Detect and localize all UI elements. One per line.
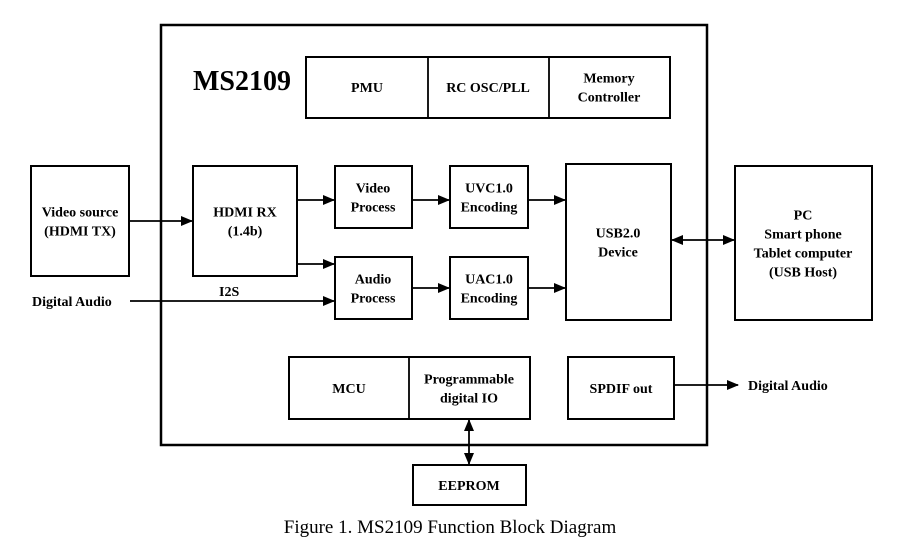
block-label-line: Tablet computer	[754, 247, 853, 262]
block-label-line: (HDMI TX)	[44, 225, 116, 240]
figure-caption: Figure 1. MS2109 Function Block Diagram	[284, 517, 617, 538]
block-label-line: Video source	[42, 206, 119, 221]
block-label-line: Encoding	[461, 292, 518, 307]
block-label-line: UAC1.0	[465, 273, 513, 288]
block-label-line: Memory	[583, 72, 634, 87]
spdif-out-box	[567, 356, 675, 420]
pmu-block: PMU	[351, 81, 383, 96]
spdif-out-label: SPDIF out	[590, 382, 653, 397]
block-label-line: (USB Host)	[769, 266, 837, 281]
block-label-line: (1.4b)	[228, 225, 263, 240]
digital-audio-in-label: Digital Audio	[32, 295, 112, 310]
usb-device-box	[565, 163, 672, 321]
block-label-line: PMU	[351, 81, 383, 96]
block-label-line: Smart phone	[764, 228, 841, 243]
rc-osc-pll-block: RC OSC/PLL	[446, 81, 530, 96]
programmable-io-label: Programmable digital IO	[424, 373, 514, 407]
block-label-line: Encoding	[461, 201, 518, 216]
eeprom-box	[412, 464, 527, 506]
hdmi-rx-label: HDMI RX (1.4b)	[213, 206, 276, 240]
block-label-line: Video	[356, 182, 390, 197]
eeprom-label: EEPROM	[438, 479, 499, 494]
video-process-box	[334, 165, 413, 229]
block-label-line: RC OSC/PLL	[446, 81, 530, 96]
block-label-line: Controller	[578, 91, 641, 106]
block-label-line: SPDIF out	[590, 382, 653, 397]
block-label-line: Programmable	[424, 373, 514, 388]
chip-name: MS2109	[193, 66, 291, 97]
video-source-label: Video source (HDMI TX)	[42, 206, 119, 240]
block-label-line: USB2.0	[596, 227, 641, 242]
block-label-line: HDMI RX	[213, 206, 276, 221]
i2s-label: I2S	[219, 285, 239, 300]
audio-process-box	[334, 256, 413, 320]
top-bar	[305, 56, 671, 119]
block-label-line: PC	[794, 209, 813, 224]
usb-host-box	[734, 165, 873, 321]
digital-audio-out-label: Digital Audio	[748, 379, 828, 394]
block-label-line: MCU	[332, 382, 365, 397]
block-label-line: UVC1.0	[465, 182, 513, 197]
uac-encoding-box	[449, 256, 529, 320]
hdmi-rx-box	[192, 165, 298, 277]
block-label-line: Process	[351, 201, 396, 216]
block-label-line: digital IO	[440, 392, 498, 407]
video-source-box	[30, 165, 130, 277]
block-label-line: EEPROM	[438, 479, 499, 494]
block-label-line: Process	[351, 292, 396, 307]
uvc-encoding-box	[449, 165, 529, 229]
block-label-line: Device	[598, 246, 638, 261]
block-label-line: Audio	[355, 273, 392, 288]
mcu-label: MCU	[332, 382, 365, 397]
